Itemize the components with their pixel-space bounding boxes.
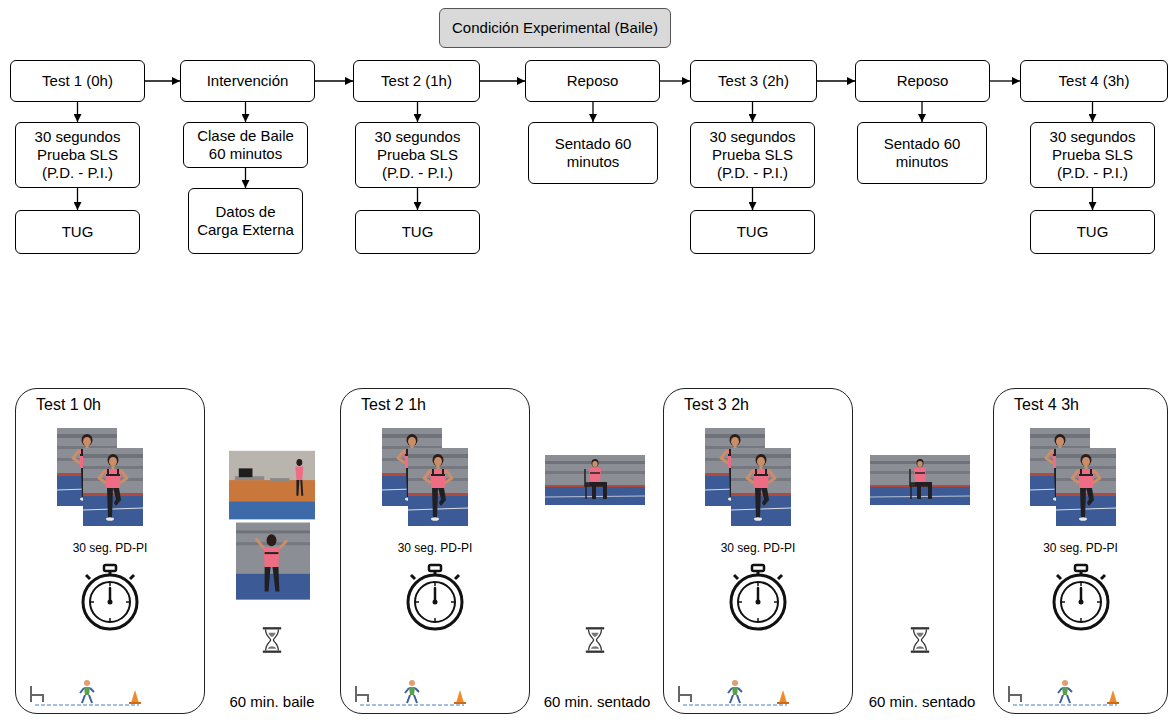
box-text: Sentado 60 minutos (864, 135, 980, 171)
flow-arrow (417, 188, 418, 210)
test-panel: Test 3 2h 30 seg. PD-PI (663, 388, 853, 714)
box-text: Datos de Carga Externa (195, 203, 296, 239)
flow-arrow (315, 80, 353, 81)
panel-caption: 30 seg. PD-PI (994, 541, 1167, 556)
flow-arrow (752, 102, 753, 122)
box-text: Clase de Baile 60 minutos (190, 127, 301, 163)
detail-box: 30 segundos Prueba SLS (P.D. - P.I.) (355, 122, 480, 188)
flow-arrow (752, 188, 753, 210)
flow-arrow (817, 80, 855, 81)
box-text: TUG (1077, 223, 1109, 241)
box-text: TUG (402, 223, 434, 241)
detail-box: Sentado 60 minutos (857, 122, 987, 184)
flow-arrow (145, 80, 180, 81)
process-box: Intervención (180, 60, 315, 102)
panel-caption: 30 seg. PD-PI (664, 541, 852, 556)
panel-heading: Test 1 0h (36, 395, 204, 415)
test-panel: Test 1 0h 30 seg. PD-PI (15, 388, 205, 714)
flow-arrow (592, 102, 593, 122)
process-box: Test 4 (3h) (1020, 60, 1168, 102)
flow-arrow (660, 80, 690, 81)
hourglass-icons (263, 627, 929, 653)
box-text: Sentado 60 minutos (535, 135, 651, 171)
box-text: Reposo (567, 72, 619, 90)
flow-arrow (245, 168, 246, 188)
detail-box: 30 segundos Prueba SLS (P.D. - P.I.) (1030, 122, 1155, 188)
flow-arrow (77, 102, 78, 122)
test-panel: Test 2 1h 30 seg. PD-PI (340, 388, 530, 714)
box-text: 30 segundos Prueba SLS (P.D. - P.I.) (362, 128, 473, 182)
panel-heading: Test 2 1h (361, 395, 529, 415)
detail-box: Datos de Carga Externa (188, 188, 303, 254)
flow-arrow (1092, 102, 1093, 122)
condition-box: Condición Experimental (Baile) (439, 8, 671, 48)
box-text: TUG (62, 223, 94, 241)
flow-arrow (480, 80, 525, 81)
test-photos (57, 428, 1116, 526)
flow-arrow (921, 102, 922, 122)
box-text: Test 4 (3h) (1059, 72, 1130, 90)
test-panel: Test 4 3h 30 seg. PD-PI (993, 388, 1168, 714)
detail-box: 30 segundos Prueba SLS (P.D. - P.I.) (690, 122, 815, 188)
flow-arrow (417, 102, 418, 122)
process-box: Test 1 (0h) (10, 60, 145, 102)
process-box: Test 2 (1h) (353, 60, 480, 102)
box-text: Test 1 (0h) (42, 72, 113, 90)
process-box: Reposo (525, 60, 660, 102)
box-text: Condición Experimental (Baile) (452, 19, 658, 37)
detail-box: TUG (1030, 210, 1155, 254)
flow-arrow (990, 80, 1020, 81)
detail-box: Sentado 60 minutos (528, 122, 658, 184)
panel-heading: Test 3 2h (684, 395, 852, 415)
box-text: Reposo (897, 72, 949, 90)
box-text: Test 3 (2h) (718, 72, 789, 90)
detail-box: Clase de Baile 60 minutos (183, 122, 308, 168)
box-text: Intervención (207, 72, 289, 90)
detail-box: TUG (15, 210, 140, 254)
panel-caption: 30 seg. PD-PI (16, 541, 204, 556)
panel-heading: Test 4 3h (1014, 395, 1167, 415)
panel-caption: 30 seg. PD-PI (341, 541, 529, 556)
flow-arrow (245, 102, 246, 122)
process-box: Test 3 (2h) (690, 60, 817, 102)
detail-box: TUG (355, 210, 480, 254)
box-text: TUG (737, 223, 769, 241)
duration-label: 60 min. sentado (869, 693, 976, 711)
box-text: 30 segundos Prueba SLS (P.D. - P.I.) (1037, 128, 1148, 182)
process-box: Reposo (855, 60, 990, 102)
flow-arrow (77, 188, 78, 210)
detail-box: TUG (690, 210, 815, 254)
box-text: 30 segundos Prueba SLS (P.D. - P.I.) (697, 128, 808, 182)
box-text: Test 2 (1h) (381, 72, 452, 90)
box-text: 30 segundos Prueba SLS (P.D. - P.I.) (22, 128, 133, 182)
flow-arrow (1092, 188, 1093, 210)
detail-box: 30 segundos Prueba SLS (P.D. - P.I.) (15, 122, 140, 188)
duration-label: 60 min. sentado (544, 693, 651, 711)
duration-label: 60 min. baile (229, 693, 314, 711)
